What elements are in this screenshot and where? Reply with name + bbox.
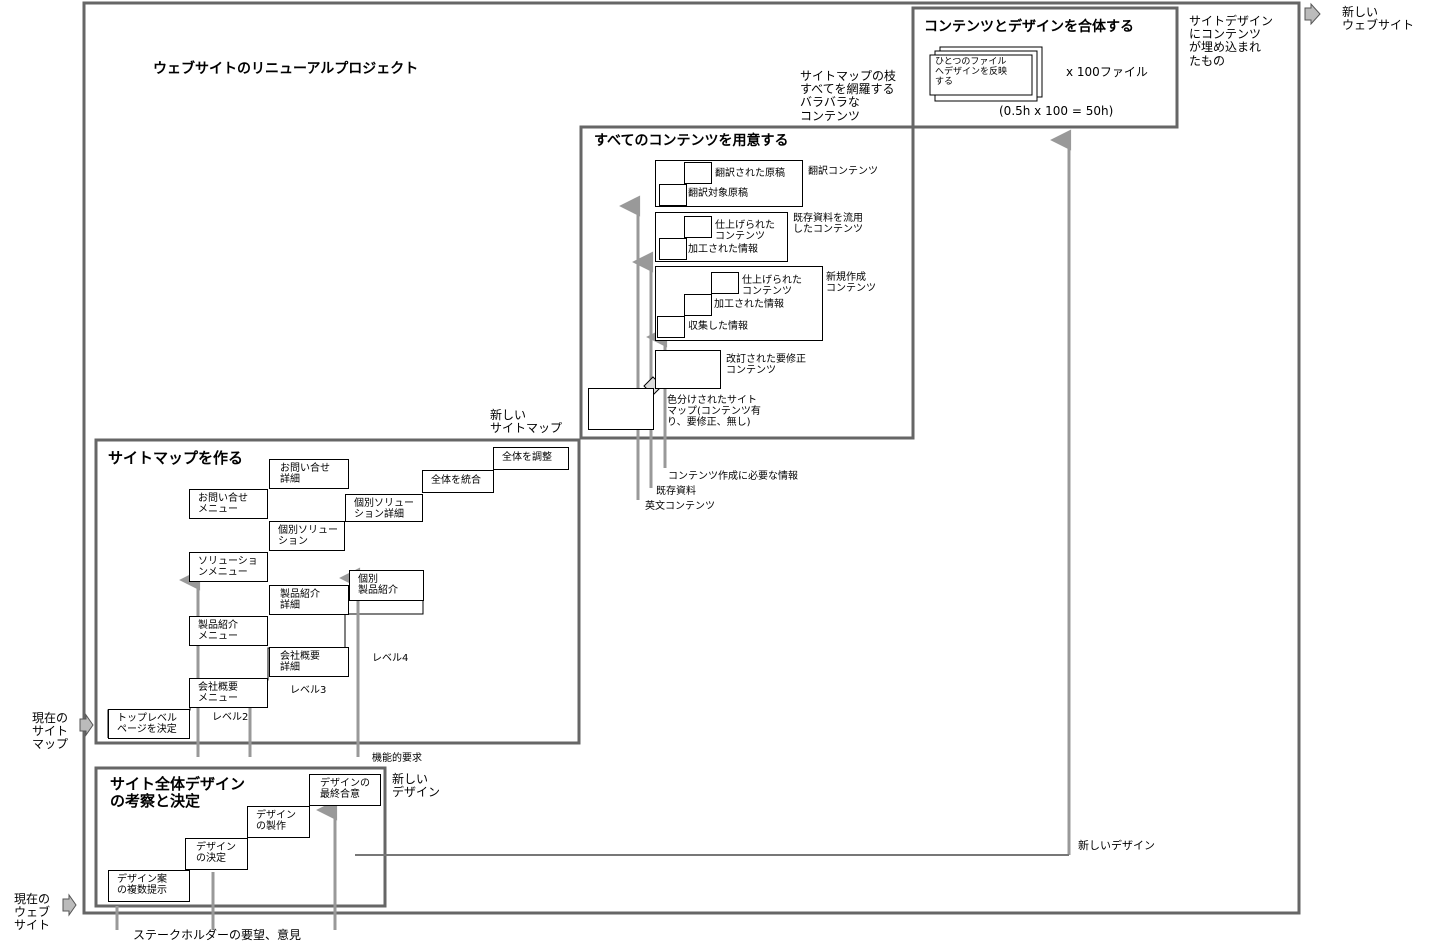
translated-group-label: 翻訳コンテンツ [808, 166, 878, 177]
sitemap-branch-label: サイトマップの枝 すべてを網羅する バラバラな コンテンツ [800, 69, 897, 123]
outer-project-frame [82, 1, 1301, 915]
menu-products: 製品紹介 メニュー [189, 616, 268, 646]
project-title: ウェブサイトのリニューアルプロジェクト [153, 61, 419, 77]
content-section-title: すべてのコンテンツを用意する [594, 133, 789, 149]
content-section-frame [579, 125, 915, 440]
design-step-2: デザイン の決定 [185, 838, 248, 870]
merge-file-label: ひとつのファイル へデザインを反映 する [935, 57, 1008, 87]
level4-solutions: 個別ソリュー ション詳細 [345, 494, 423, 522]
current-sitemap-label: 現在の サイト マップ [32, 711, 69, 752]
sitemap-section-title: サイトマップを作る [108, 449, 244, 467]
translated-box-b [659, 184, 687, 206]
merge-output-label: サイトデザイン にコンテンツ が埋め込まれ たもの [1189, 14, 1274, 68]
translated-item-2: 翻訳対象原稿 [688, 188, 748, 199]
menu-contact: お問い合せ メニュー [189, 489, 268, 519]
current-site-label: 現在の ウェブ サイト [14, 892, 51, 933]
current-site-arrow-icon [62, 893, 77, 917]
reuse-box-b [659, 238, 687, 260]
detail-solutions: 個別ソリュー ション [269, 521, 345, 551]
reuse-box-a [684, 216, 712, 238]
new-design-label: 新しい デザイン [392, 772, 441, 800]
reuse-group-label: 既存資料を流用 したコンテンツ [793, 213, 863, 235]
menu-solutions: ソリューショ ンメニュー [189, 552, 268, 582]
level4-products: 個別 製品紹介 [349, 570, 424, 601]
reuse-item-2: 加工された情報 [688, 244, 758, 255]
detail-contact: お問い合せ 詳細 [269, 459, 349, 489]
merge-section-frame [911, 6, 1179, 129]
reuse-item-1: 仕上げられた コンテンツ [715, 220, 775, 242]
new-group-label: 新規作成 コンテンツ [826, 272, 876, 294]
merge-estimate: (0.5h x 100 = 50h) [999, 104, 1114, 118]
input-english-content: 英文コンテンツ [645, 501, 715, 512]
adjust-step: 全体を調整 [493, 447, 569, 470]
new-site-arrow-icon [1304, 2, 1321, 26]
sitemap-section-frame [94, 438, 581, 745]
new-site-label: 新しい ウェブサイト [1342, 5, 1415, 33]
colored-sitemap-box [588, 388, 654, 430]
design-step-1: デザイン案 の複数提示 [108, 870, 190, 902]
new-box-c [657, 316, 685, 338]
new-item-3: 収集した情報 [688, 321, 748, 332]
new-sitemap-label: 新しい サイトマップ [490, 408, 563, 436]
translated-box-a [684, 162, 712, 184]
merge-section-title: コンテンツとデザインを合体する [924, 19, 1134, 35]
design-step-3: デザイン の製作 [247, 806, 310, 838]
design-step-4: デザインの 最終合意 [309, 774, 381, 806]
input-existing-materials: 既存資料 [656, 486, 696, 497]
new-item-1: 仕上げられた コンテンツ [742, 275, 802, 297]
detail-company: 会社概要 詳細 [269, 647, 349, 677]
level3-label: レベル3 [290, 685, 327, 696]
new-box-b [684, 294, 712, 316]
merge-multiplier: x 100ファイル [1066, 65, 1148, 79]
input-required-info: コンテンツ作成に必要な情報 [668, 471, 798, 482]
sitemap-top-level: トップレベル ページを決定 [108, 709, 190, 739]
revised-content-label: 改訂された要修正 コンテンツ [726, 354, 806, 376]
level4-label: レベル4 [372, 653, 409, 664]
colored-sitemap-label: 色分けされたサイト マップ(コンテンツ有 り、要修正、無し) [667, 395, 761, 428]
design-section-title: サイト全体デザイン の考察と決定 [110, 775, 246, 810]
revised-content-box [655, 350, 721, 389]
functional-req-label: 機能的要求 [372, 753, 422, 764]
stakeholder-label: ステークホルダーの要望、意見 [133, 928, 302, 942]
integrate-step: 全体を統合 [422, 470, 494, 493]
current-sitemap-arrow-icon [79, 713, 94, 737]
level2-label: レベル2 [212, 712, 249, 723]
new-box-a [711, 272, 739, 294]
new-item-2: 加工された情報 [714, 299, 784, 310]
menu-company: 会社概要 メニュー [189, 678, 268, 708]
detail-products: 製品紹介 詳細 [269, 585, 349, 615]
translated-item-1: 翻訳された原稿 [715, 168, 785, 179]
design-section-frame [94, 766, 387, 908]
new-design-line-label: 新しいデザイン [1078, 839, 1155, 852]
